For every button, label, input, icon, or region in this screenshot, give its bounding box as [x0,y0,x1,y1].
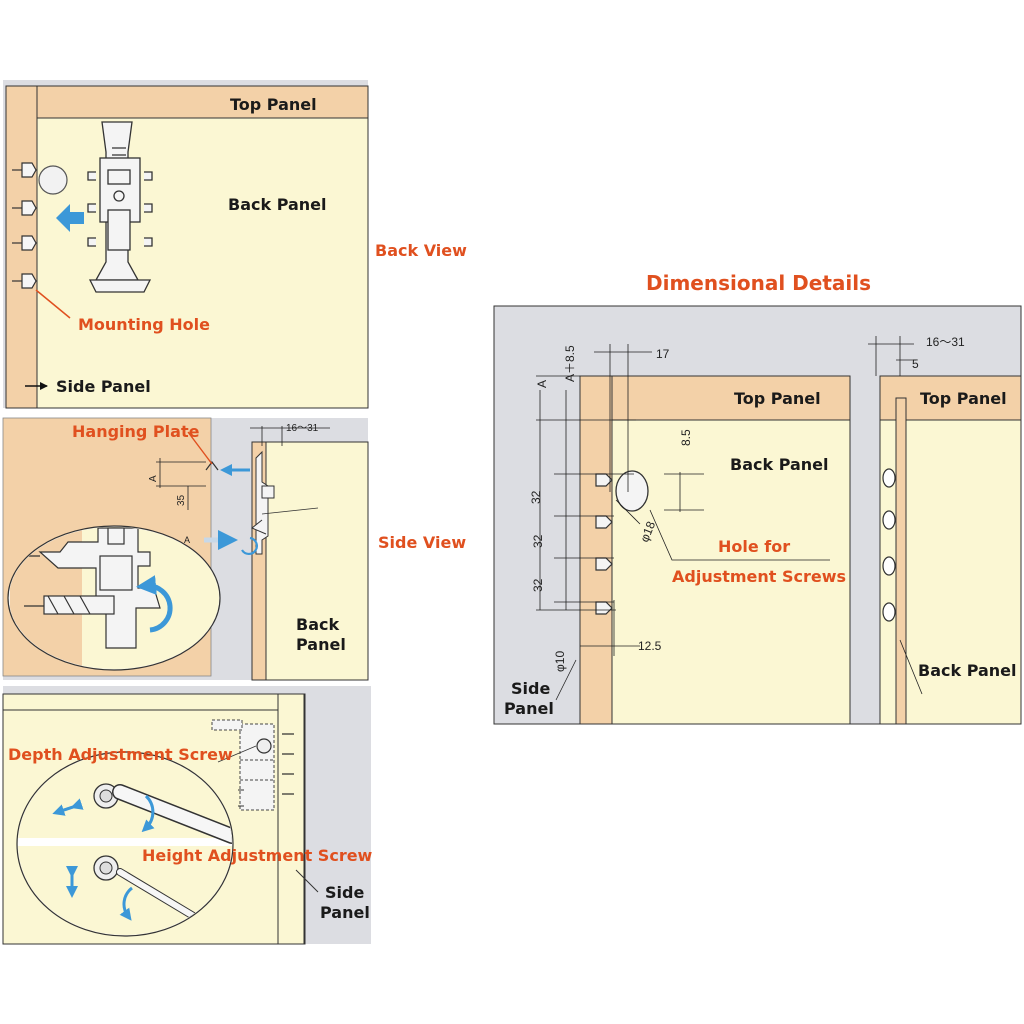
dowel-group [12,162,37,289]
dim-a-side: A [148,475,159,482]
back-view-panel: Top Panel Back Panel Mounting Hole Side … [3,80,369,409]
mounting-hole-label: Mounting Hole [78,315,210,334]
side-back-label-2: Panel [296,635,346,654]
dim-32-b: 32 [531,534,545,548]
dim-a: A [535,380,549,388]
hanging-plate-label: Hanging Plate [72,422,200,441]
side-panel-label: Side Panel [56,377,151,396]
dowel-holes [882,468,896,622]
depth-screw-label: Depth Adjustment Screw [8,745,233,764]
dimensional-panel: 17 A A＋8.5 8.5 32 32 32 φ18 φ10 12.5 16～… [493,305,1022,725]
dim-16-31-right: 16～31 [926,335,965,349]
dim-5: 5 [912,357,919,371]
hole-for-label: Hole for [718,537,790,556]
adjustment-hole [615,470,649,512]
height-screw-label: Height Adjustment Screw [142,846,373,865]
dim-12-5: 12.5 [638,639,662,653]
marker-a: A [184,535,190,545]
top-panel-label: Top Panel [230,95,317,114]
dim-back-panel-label-2: Back Panel [918,661,1017,680]
adjust-side-label-1: Side [325,883,364,902]
side-back-label-1: Back [296,615,339,634]
side-view-panel: 16～31 A 35 A [2,417,369,681]
mechanism-outline-icon [211,719,275,811]
back-panel-label: Back Panel [228,195,327,214]
mounting-hole-circle [38,165,68,195]
dimensional-title: Dimensional Details [646,271,871,295]
dim-8-5: 8.5 [679,429,693,446]
top-panel-strip [36,85,369,119]
dim-top-panel-label-1: Top Panel [734,389,821,408]
dim-a85: A＋8.5 [563,345,577,382]
dim-16-31: 16～31 [286,423,319,434]
dim-back-panel-label-1: Back Panel [730,455,829,474]
adjust-side-label-2: Panel [320,903,370,922]
dim-side-panel-strip [579,375,613,725]
dim-32-c: 32 [531,578,545,592]
dim-32-a: 32 [529,490,543,504]
back-view-caption: Back View [375,241,467,260]
adjustment-screws-label: Adjustment Screws [672,567,846,586]
left-arrow-icon [56,204,84,232]
dim-17: 17 [656,347,670,361]
adjustment-panel: Depth Adjustment Screw Height Adjustment… [2,686,373,945]
hanger-profile-icon [251,450,275,555]
dim-top-panel-strip [611,375,851,421]
dim-35: 35 [176,494,187,506]
dim-side-label-2: Panel [504,699,554,718]
hanger-bracket-icon [87,121,153,293]
side-view-caption: Side View [378,533,466,552]
dim-phi10: φ10 [553,651,567,672]
dim-top-panel-label-2: Top Panel [920,389,1007,408]
dim-side-label-1: Side [511,679,550,698]
